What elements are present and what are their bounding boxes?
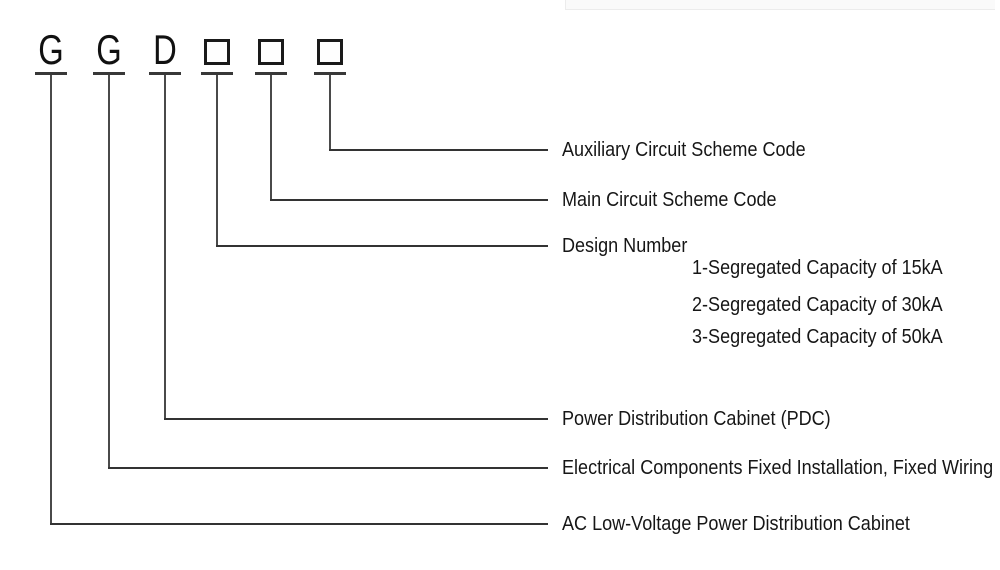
callout-label-auxiliary: Auxiliary Circuit Scheme Code	[562, 138, 806, 161]
leader-main	[270, 199, 548, 201]
char-underline-2	[93, 72, 125, 75]
char-underline-4	[201, 72, 233, 75]
stem-g1	[50, 75, 52, 525]
design-option-15ka: 1-Segregated Capacity of 15kA	[692, 256, 943, 279]
design-option-30ka: 2-Segregated Capacity of 30kA	[692, 293, 943, 316]
design-option-50ka: 3-Segregated Capacity of 50kA	[692, 325, 943, 348]
leader-auxiliary	[329, 149, 548, 151]
leader-ac	[50, 523, 548, 525]
callout-label-design: Design Number	[562, 234, 688, 257]
callout-label-main: Main Circuit Scheme Code	[562, 188, 777, 211]
code-letter-2: G	[96, 26, 122, 73]
code-box-2	[258, 39, 284, 65]
char-underline-5	[255, 72, 287, 75]
stem-box3	[329, 75, 331, 151]
leader-design	[216, 245, 548, 247]
code-box-1	[204, 39, 230, 65]
code-box-3	[317, 39, 343, 65]
callout-label-pdc: Power Distribution Cabinet (PDC)	[562, 407, 831, 430]
leader-electrical	[108, 467, 548, 469]
callout-label-ac: AC Low-Voltage Power Distribution Cabine…	[562, 512, 910, 535]
top-strip-decoration	[565, 0, 995, 10]
char-underline-1	[35, 72, 67, 75]
callout-label-electrical: Electrical Components Fixed Installation…	[562, 456, 994, 479]
char-underline-6	[314, 72, 346, 75]
leader-pdc	[164, 418, 548, 420]
code-letter-1: G	[38, 26, 64, 73]
char-underline-3	[149, 72, 181, 75]
stem-g2	[108, 75, 110, 469]
stem-box1	[216, 75, 218, 247]
code-letter-3: D	[153, 26, 177, 73]
stem-box2	[270, 75, 272, 201]
stem-d	[164, 75, 166, 420]
